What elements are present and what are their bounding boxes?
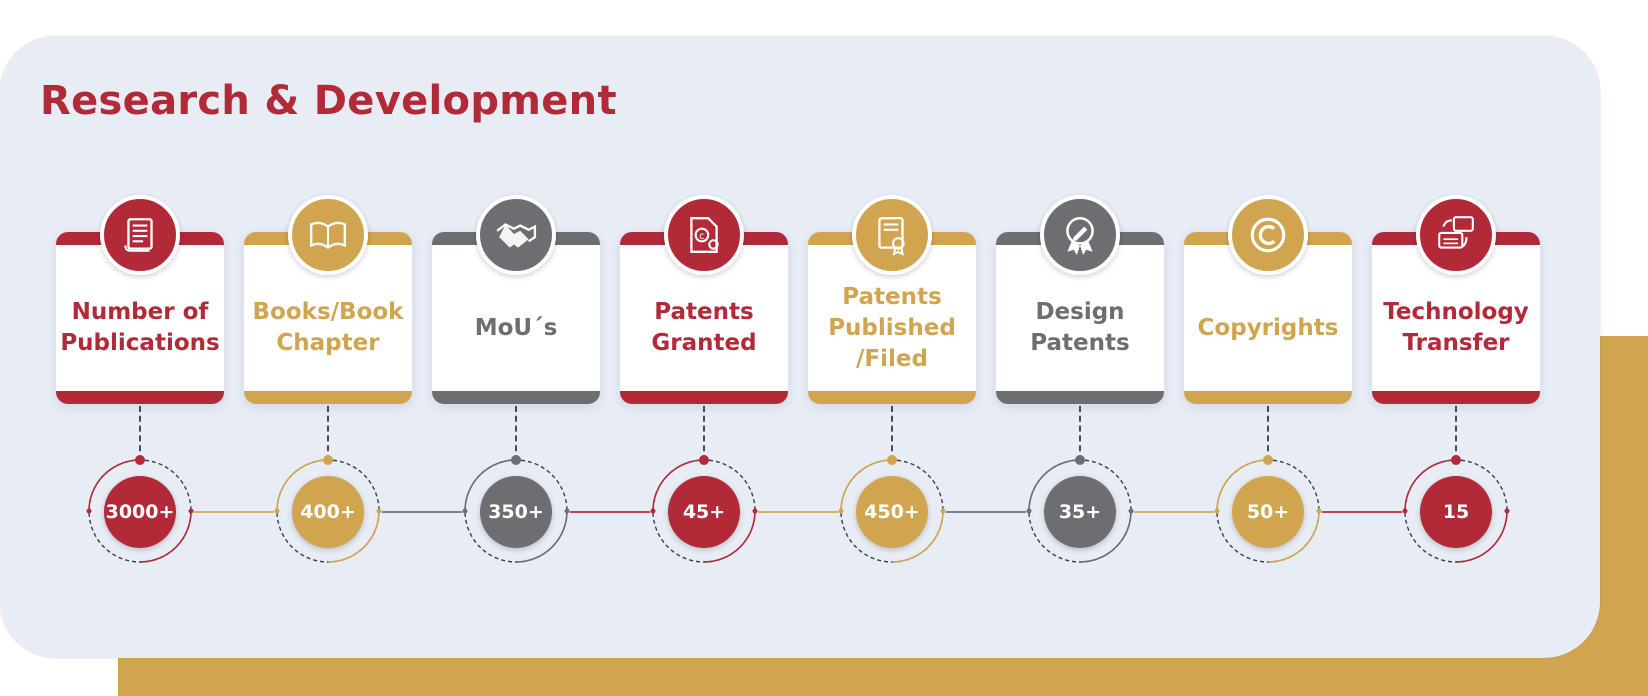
patent-document-icon: c xyxy=(664,195,744,275)
timeline-link xyxy=(946,511,1026,513)
decorative-ring xyxy=(86,455,194,565)
stat-label: Books/Book Chapter xyxy=(252,299,404,356)
content-panel xyxy=(0,36,1600,658)
svg-text:c: c xyxy=(699,231,704,242)
decorative-ring xyxy=(838,455,946,565)
stat-card: Copyrights xyxy=(1184,232,1352,404)
timeline-link xyxy=(1322,511,1402,513)
timeline-link xyxy=(382,511,462,513)
stat-label: Number of Publications xyxy=(60,299,220,356)
stat-value: 400+ xyxy=(292,476,364,548)
card-bottom-bar xyxy=(620,391,788,404)
dashed-connector xyxy=(327,406,329,461)
decorative-ring xyxy=(650,455,758,565)
book-icon xyxy=(288,195,368,275)
dashed-connector xyxy=(139,406,141,461)
stat-label: Design Patents xyxy=(1030,299,1130,356)
stat-label: Patents Published /Filed xyxy=(828,283,956,372)
decorative-ring xyxy=(1402,455,1510,565)
timeline-link xyxy=(194,511,274,513)
stat-value: 450+ xyxy=(856,476,928,548)
card-bottom-bar xyxy=(1184,391,1352,404)
stat-card: Design Patents xyxy=(996,232,1164,404)
dashed-connector xyxy=(703,406,705,461)
dashed-connector xyxy=(515,406,517,461)
decorative-ring xyxy=(1214,455,1322,565)
stat-label: Copyrights xyxy=(1197,314,1339,341)
stat-label: Patents Granted xyxy=(651,299,757,356)
stat-value: 50+ xyxy=(1232,476,1304,548)
dashed-connector xyxy=(1079,406,1081,461)
decorative-ring xyxy=(274,455,382,565)
copyright-icon xyxy=(1228,195,1308,275)
card-bottom-bar xyxy=(432,391,600,404)
card-bottom-bar xyxy=(996,391,1164,404)
technology-transfer-icon xyxy=(1416,195,1496,275)
certificate-icon xyxy=(852,195,932,275)
decorative-ring xyxy=(1026,455,1134,565)
stat-card: Patents Granted xyxy=(620,232,788,404)
timeline-link xyxy=(570,511,650,513)
decorative-ring xyxy=(462,455,570,565)
stat-label: MoU´s xyxy=(474,314,558,341)
card-bottom-bar xyxy=(1372,391,1540,404)
dashed-connector xyxy=(891,406,893,461)
stat-value: 350+ xyxy=(480,476,552,548)
award-pencil-icon xyxy=(1040,195,1120,275)
dashed-connector xyxy=(1267,406,1269,461)
card-bottom-bar xyxy=(244,391,412,404)
stat-value: 35+ xyxy=(1044,476,1116,548)
stat-value: 45+ xyxy=(668,476,740,548)
stat-value: 15 xyxy=(1420,476,1492,548)
card-bottom-bar xyxy=(56,391,224,404)
dashed-connector xyxy=(1455,406,1457,461)
page-title: Research & Development xyxy=(40,78,617,124)
stat-card: Books/Book Chapter xyxy=(244,232,412,404)
stat-value: 3000+ xyxy=(104,476,176,548)
stat-card: Technology Transfer xyxy=(1372,232,1540,404)
publication-icon xyxy=(100,195,180,275)
handshake-icon xyxy=(476,195,556,275)
card-bottom-bar xyxy=(808,391,976,404)
timeline-link xyxy=(758,511,838,513)
stat-label: Technology Transfer xyxy=(1383,299,1529,356)
timeline-link xyxy=(1134,511,1214,513)
